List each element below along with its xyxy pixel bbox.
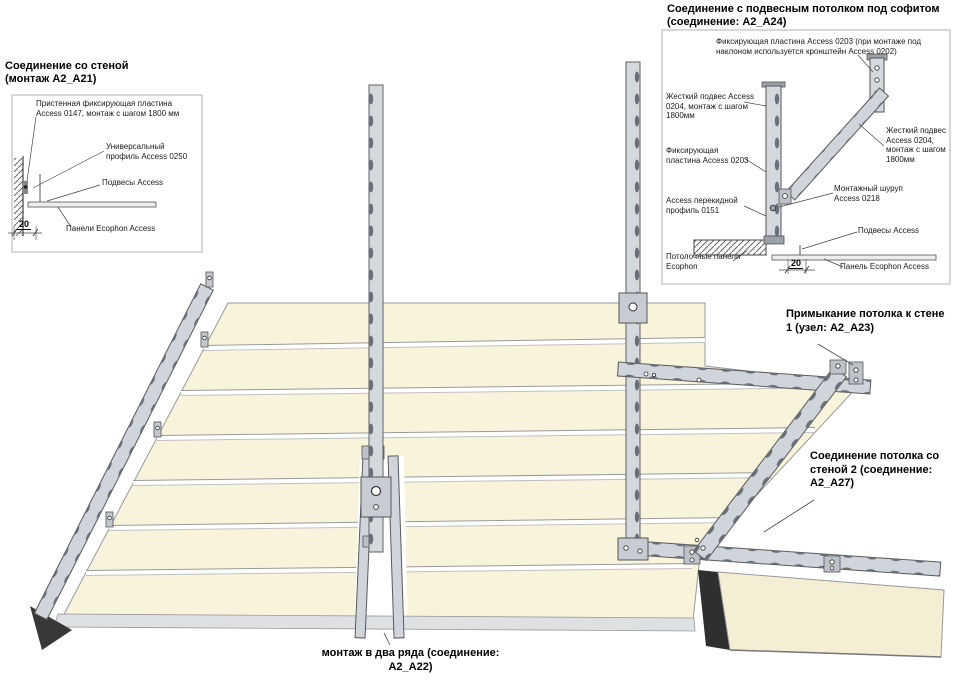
label-fixing-plate-top: Фиксирующая пластина Access 0203 (при мо… [716,37,922,56]
front-edge-profile [30,606,696,650]
detail-wall-title: Соединение со стеной (монтаж A2_A21) [5,60,215,86]
callout-wall-joint-2: Соединение потолка со стеной 2 (соединен… [810,450,940,489]
label-rigid-hanger-right: Жесткий подвес Access 0204, монтаж с шаг… [886,126,946,164]
detail-soffit-drawing [661,29,951,285]
detail-soffit-title-line2: (соединение: A2_A24) [667,16,787,28]
corner-panel [698,570,945,658]
detail-soffit-title-line1: Соединение с подвесным потолком под софи… [667,3,940,15]
detail-soffit-title: Соединение с подвесным потолком под софи… [667,3,957,29]
callout-two-rows: монтаж в два ряда (соединение: A2_A22) [321,647,500,673]
label-wall-hangers: Подвесы Access [102,178,164,187]
dimension-20-soffit: 20 [789,258,804,269]
dimension-20-wall: 20 [17,219,32,230]
label-cross-profile: Access перекидной профиль 0151 [666,196,738,215]
callout-wall-joint-1: Примыкание потолка к стене 1 (узел: A2_A… [786,308,945,334]
diagonal-profile [692,359,848,562]
right-post [617,61,649,561]
label-wall-panels: Панели Ecophon Access [66,224,156,233]
left-wall-profile [33,271,214,621]
label-wall-fixing-plate: Пристенная фиксирующая пластина Access 0… [36,99,180,118]
detail-wall-drawing [8,94,203,253]
center-post [360,84,392,553]
label-soffit-hangers: Подвесы Access [858,226,920,235]
top-cross-rail [616,361,872,395]
label-soffit-panel: Панель Ecophon Access [840,262,930,271]
label-ceiling-panels: Потолочные панели Ecophon [666,252,741,271]
callout-leaders [383,343,854,646]
detail-wall-title-line1: Соединение со стеной [5,60,129,72]
label-universal-profile: Универсальный профиль Access 0250 [106,142,188,161]
label-mounting-screw: Монтажный шуруп Access 0218 [834,184,903,203]
label-fixing-plate: Фиксирующая пластина Access 0203 [666,146,749,165]
detail-wall-title-line2: (монтаж A2_A21) [5,73,97,85]
label-rigid-hanger-left: Жесткий подвес Access 0204, монтаж с шаг… [666,92,754,120]
